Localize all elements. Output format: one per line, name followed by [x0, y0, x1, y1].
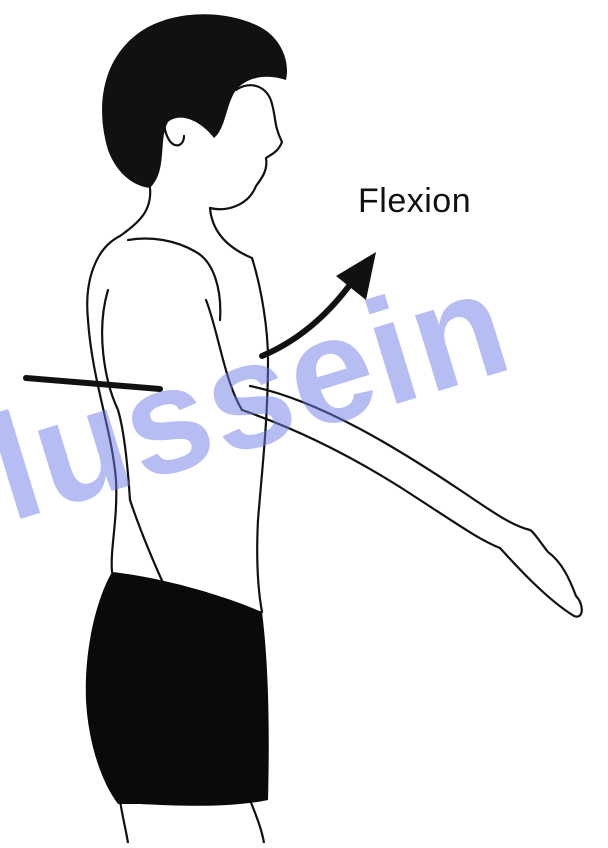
torso-front: [252, 258, 268, 612]
raised-arm: [242, 410, 500, 548]
legs: [120, 800, 128, 843]
motion-label: Flexion: [358, 182, 471, 221]
reference-line: [26, 378, 160, 389]
neck: [120, 188, 150, 236]
upper-arm: [102, 290, 130, 500]
hair: [102, 14, 287, 188]
shorts: [86, 572, 269, 806]
flexion-arrow-shaft: [262, 282, 352, 356]
raised-hand: [500, 530, 582, 617]
